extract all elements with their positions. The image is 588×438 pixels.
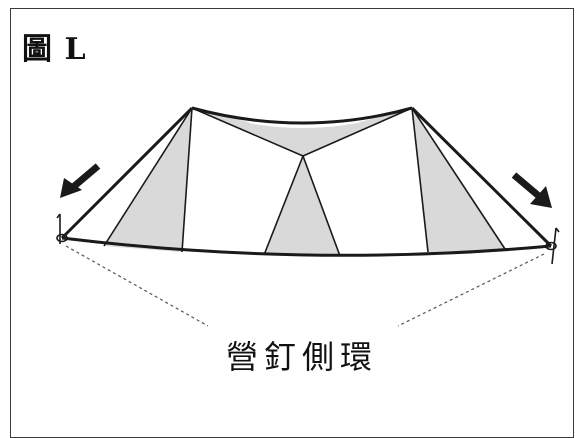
figure-title: 圖 L — [22, 32, 87, 67]
seam-left-inner — [181, 107, 193, 253]
seam-center-right-top — [302, 107, 413, 157]
tent-top-edge — [191, 106, 413, 125]
tent-left-edge — [60, 106, 194, 240]
arrow-down-left-icon — [60, 163, 101, 198]
tent-diagram — [56, 106, 560, 327]
seam-right-outer — [411, 107, 506, 250]
roof-gray-band — [192, 108, 412, 156]
leader-line-left — [65, 245, 209, 327]
left-stake-ring — [56, 213, 68, 244]
leader-line-right — [397, 253, 545, 327]
seam-right-inner — [411, 107, 429, 253]
stake-ring-caption: 營釘側環 — [226, 338, 379, 376]
seam-center-right — [302, 155, 341, 257]
seam-center-left-top — [191, 107, 304, 157]
arrow-down-right-icon — [511, 172, 552, 208]
right-stake-ring — [545, 227, 560, 265]
seam-left-outer — [103, 107, 193, 247]
left-gray-panel — [104, 108, 192, 252]
tent-bottom-edge — [61, 236, 552, 257]
seam-center-left — [263, 155, 304, 256]
center-gray-panel — [264, 156, 340, 256]
tent-right-edge — [410, 106, 553, 248]
